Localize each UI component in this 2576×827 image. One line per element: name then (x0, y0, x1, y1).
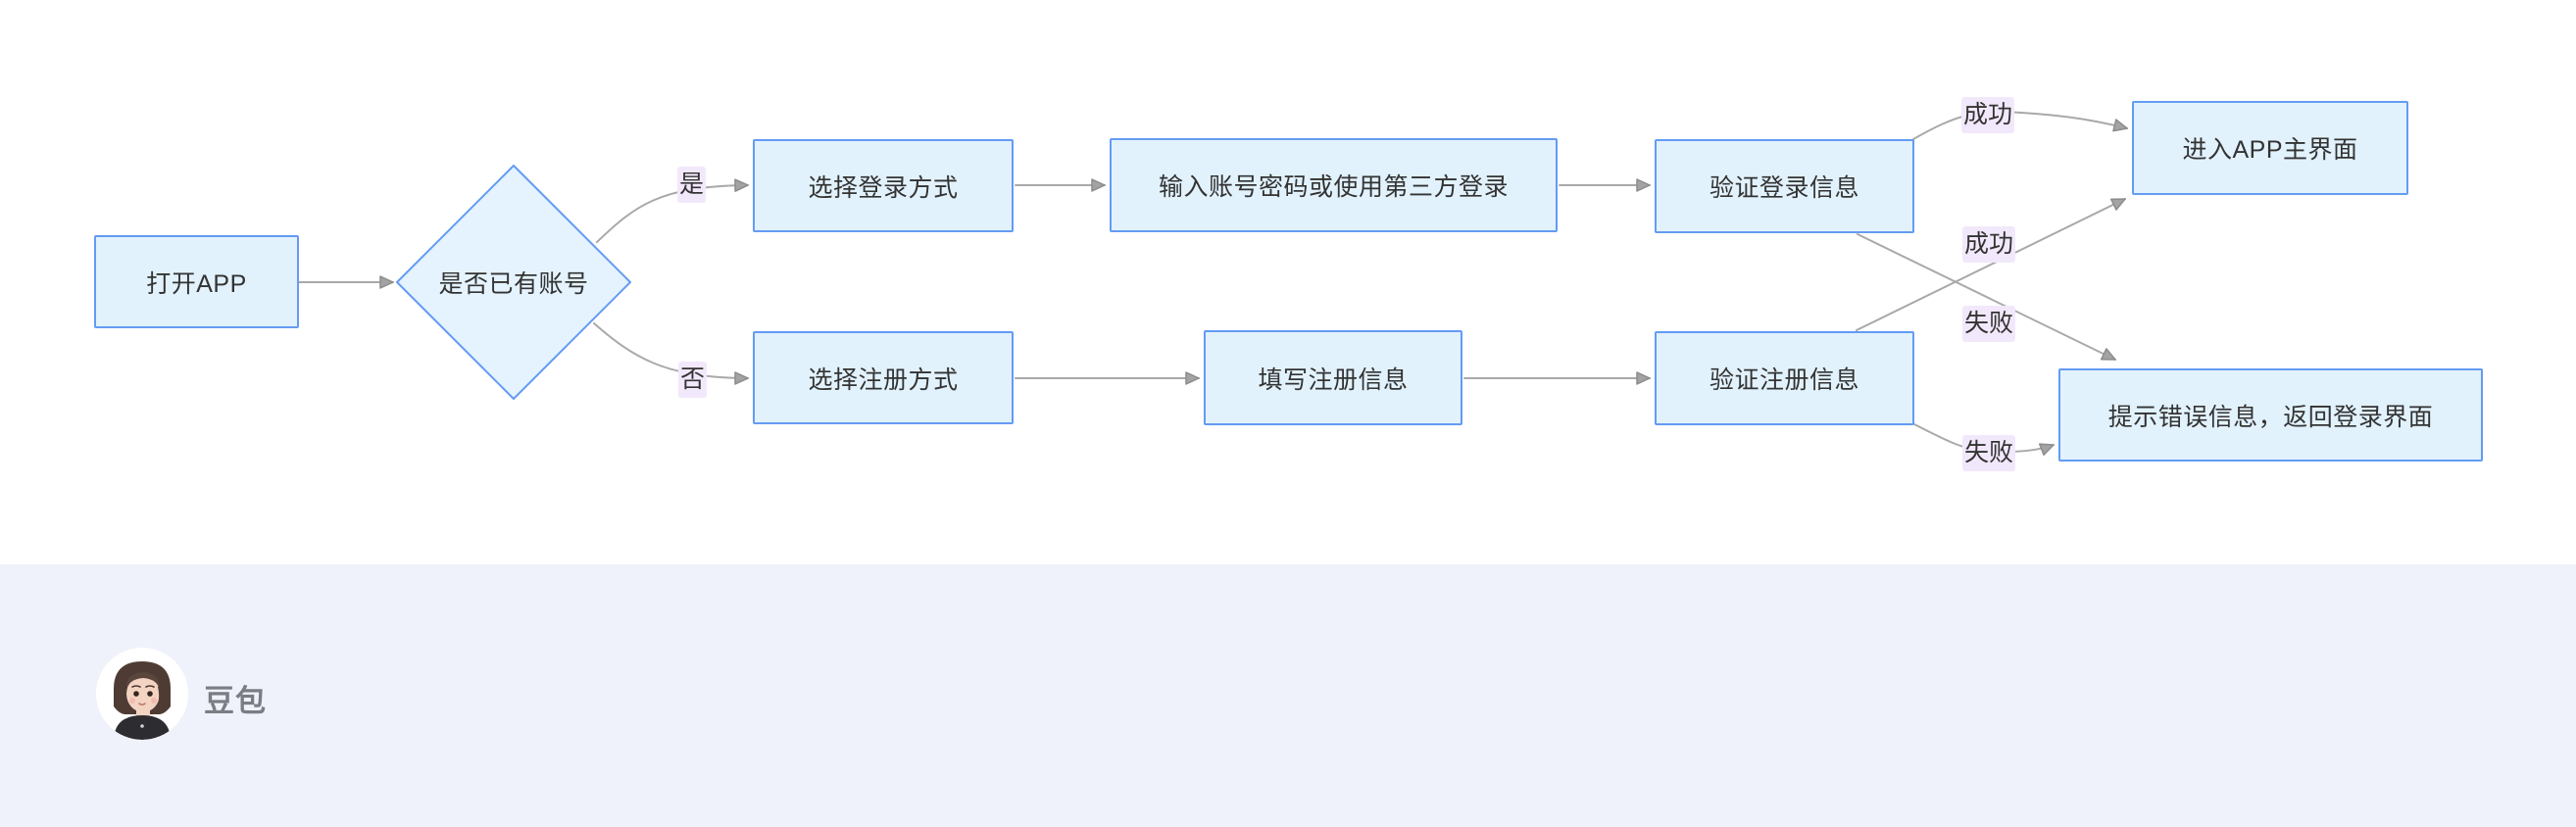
doubao-avatar-icon (96, 648, 188, 740)
node-label: 进入APP主界面 (2182, 136, 2358, 164)
flow-node-input-account[interactable]: 输入账号密码或使用第三方登录 (1110, 138, 1558, 232)
node-label: 提示错误信息，返回登录界面 (2107, 403, 2434, 431)
flow-node-fill-register[interactable]: 填写注册信息 (1204, 330, 1462, 425)
edge-verifylogin-fail[interactable] (1857, 233, 2116, 361)
edge-label-fail-register[interactable]: 失败 (1962, 435, 2016, 471)
flow-node-verify-register[interactable]: 验证注册信息 (1655, 331, 1914, 425)
decision-node-shape[interactable] (396, 165, 631, 400)
edge-label-success-login[interactable]: 成功 (1961, 97, 2015, 133)
edge-verifyreg-success[interactable] (1856, 198, 2126, 331)
assistant-name: 豆包 (204, 684, 267, 718)
edge-label-yes[interactable]: 是 (677, 167, 707, 203)
flow-node-verify-login[interactable]: 验证登录信息 (1655, 139, 1914, 233)
flow-node-choose-login[interactable]: 选择登录方式 (753, 139, 1014, 232)
flow-node-enter-main[interactable]: 进入APP主界面 (2132, 101, 2408, 195)
node-label: 打开APP (146, 269, 247, 298)
node-label: 填写注册信息 (1258, 365, 1409, 394)
node-label: 验证注册信息 (1709, 366, 1859, 394)
edge-decision-yes[interactable] (596, 178, 749, 243)
avatar (96, 648, 188, 740)
edges-layer (298, 111, 2128, 457)
node-label: 验证登录信息 (1709, 174, 1859, 202)
flow-node-error-message[interactable]: 提示错误信息，返回登录界面 (2058, 368, 2483, 462)
node-label: 选择注册方式 (808, 365, 959, 394)
assistant-message-panel (0, 564, 2576, 827)
edge-label-fail-login[interactable]: 失败 (1962, 306, 2016, 342)
flow-node-choose-register[interactable]: 选择注册方式 (753, 331, 1014, 424)
flow-node-open-app[interactable]: 打开APP (94, 235, 299, 328)
node-label: 选择登录方式 (808, 173, 959, 202)
decision-node-label: 是否已有账号 (438, 270, 589, 298)
edge-label-success-register[interactable]: 成功 (1962, 226, 2016, 263)
edge-label-no[interactable]: 否 (678, 362, 708, 398)
edge-decision-no[interactable] (593, 322, 749, 385)
edge-verifylogin-success[interactable] (1912, 111, 2128, 140)
node-label: 输入账号密码或使用第三方登录 (1158, 173, 1509, 201)
